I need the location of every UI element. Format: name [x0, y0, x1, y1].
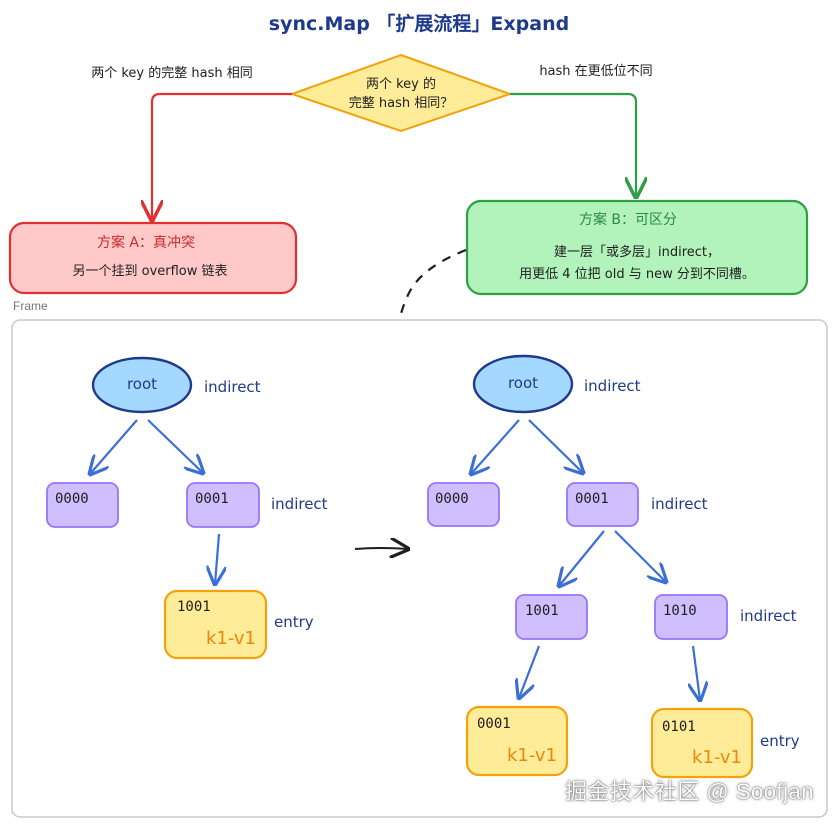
- after-edge-root-0001: [528, 419, 583, 473]
- after-root-node: [472, 354, 574, 414]
- after-entry-left: [465, 705, 569, 777]
- after-edge-0001-1010: [614, 530, 666, 582]
- arrow-to-plan-a: [152, 92, 292, 220]
- plan-b-line2: 用更低 4 位把 old 与 new 分到不同槽。: [519, 267, 755, 282]
- plan-b-title: 方案 B：可区分: [579, 211, 677, 228]
- plan-a-box: [8, 221, 298, 295]
- transition-arrow: [354, 548, 408, 549]
- after-entry-left-value: k1-v1: [507, 745, 557, 766]
- after-edge-root-0000: [471, 419, 520, 474]
- diagram-title: sync.Map 「扩展流程」Expand: [269, 12, 569, 35]
- after-edge-1010-entry: [693, 645, 700, 700]
- before-root-tag: indirect: [204, 378, 261, 396]
- arrow-to-plan-b: [510, 92, 636, 197]
- after-entry-right: [650, 707, 754, 779]
- after-entry-right-value: k1-v1: [692, 747, 742, 768]
- after-slot-0001-tag: indirect: [651, 495, 708, 513]
- after-slot-0001: [566, 482, 639, 527]
- before-edge-0001-entry: [215, 533, 219, 584]
- decision-diamond: [288, 53, 514, 133]
- edge-label-diff-hash: hash 在更低位不同: [539, 64, 652, 79]
- after-slot-0000: [427, 482, 500, 527]
- dashed-connector: [398, 248, 467, 319]
- plan-b-line1: 建一层「或多层」indirect，: [554, 244, 720, 260]
- frame-border: [11, 319, 828, 818]
- before-entry-value: k1-v1: [206, 628, 256, 649]
- before-slot-0001-tag: indirect: [271, 495, 328, 513]
- before-entry-node: [163, 589, 268, 660]
- after-sub-1001-label: 1001: [525, 603, 559, 619]
- before-edge-root-0001: [147, 419, 203, 473]
- after-slot-0001-label: 0001: [575, 491, 609, 507]
- after-entry-left-key: 0001: [477, 716, 511, 732]
- after-slot-0000-label: 0000: [435, 491, 469, 507]
- after-sub-1010: [654, 594, 728, 640]
- before-slot-0000: [46, 482, 119, 528]
- watermark: 掘金技术社区 @ Soofjan: [564, 779, 814, 804]
- before-entry-tag: entry: [274, 613, 314, 631]
- after-root-tag: indirect: [584, 377, 641, 395]
- before-entry-key: 1001: [177, 599, 211, 615]
- after-edge-0001-1001: [559, 530, 605, 586]
- plan-a-desc: 另一个挂到 overflow 链表: [72, 264, 227, 279]
- before-root-node: [91, 356, 193, 414]
- after-entry-right-tag: entry: [760, 732, 800, 750]
- decision-line1: 两个 key 的: [366, 76, 436, 92]
- before-edge-root-0000: [90, 419, 138, 474]
- after-edge-1001-entry: [519, 645, 541, 698]
- before-slot-0000-label: 0000: [55, 491, 89, 507]
- after-sub-1010-tag: indirect: [740, 607, 797, 625]
- after-entry-right-key: 0101: [662, 719, 696, 735]
- plan-a-title: 方案 A：真冲突: [97, 234, 195, 251]
- plan-b-box: [465, 199, 809, 296]
- before-slot-0001: [186, 482, 260, 528]
- after-sub-1001: [515, 594, 588, 640]
- after-root-label: root: [508, 374, 538, 392]
- before-root-label: root: [127, 375, 157, 393]
- after-sub-1010-label: 1010: [663, 603, 697, 619]
- frame-label: Frame: [13, 299, 48, 313]
- before-slot-0001-label: 0001: [195, 491, 229, 507]
- edge-label-same-hash: 两个 key 的完整 hash 相同: [91, 65, 253, 81]
- decision-line2: 完整 hash 相同？: [349, 96, 453, 111]
